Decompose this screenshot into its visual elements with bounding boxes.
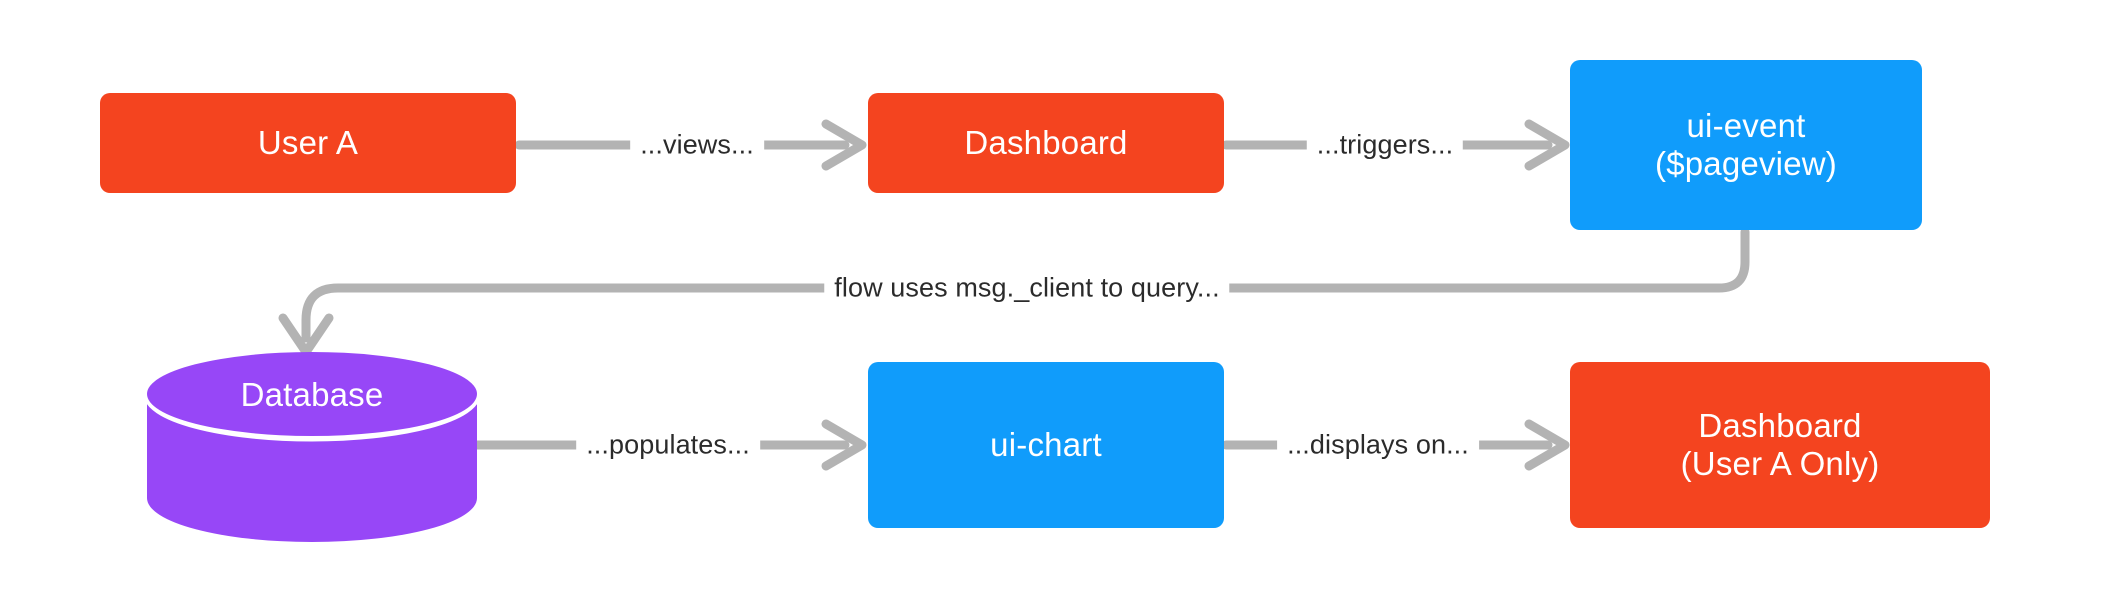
edge-label-triggers: ...triggers... (1306, 129, 1464, 161)
node-ui-event[interactable]: ui-event ($pageview) (1570, 60, 1922, 230)
database-cylinder-shape (145, 352, 479, 542)
edge-query-segment-right (1217, 227, 1750, 293)
edge-views-arrowhead (821, 119, 867, 171)
edge-label-populates: ...populates... (576, 429, 760, 461)
node-dashboard-user-a-sublabel: (User A Only) (1680, 445, 1880, 482)
node-database[interactable]: Database (145, 350, 479, 542)
node-database-label: Database (240, 376, 384, 413)
node-dashboard-top-label: Dashboard (964, 123, 1128, 161)
node-user-a-label: User A (257, 123, 359, 161)
edge-triggers-arrowhead (1524, 119, 1570, 171)
edge-label-displays-on: ...displays on... (1277, 429, 1479, 461)
node-ui-chart[interactable]: ui-chart (868, 362, 1224, 528)
edge-populates-arrowhead (821, 419, 867, 471)
node-ui-event-label: ui-event (1686, 106, 1806, 144)
node-dashboard-top[interactable]: Dashboard (868, 93, 1224, 193)
node-ui-chart-label: ui-chart (990, 425, 1102, 463)
edge-label-query: flow uses msg._client to query... (824, 272, 1230, 304)
node-dashboard-user-a[interactable]: Dashboard (User A Only) (1570, 362, 1990, 528)
edge-label-views: ...views... (630, 129, 764, 161)
node-dashboard-user-a-label: Dashboard (1698, 406, 1862, 444)
edge-query-arrowhead (278, 313, 334, 357)
edge-displays-on-arrowhead (1524, 419, 1570, 471)
node-ui-event-sublabel: ($pageview) (1655, 145, 1837, 182)
node-user-a[interactable]: User A (100, 93, 516, 193)
edge-query-segment-left (301, 283, 837, 343)
